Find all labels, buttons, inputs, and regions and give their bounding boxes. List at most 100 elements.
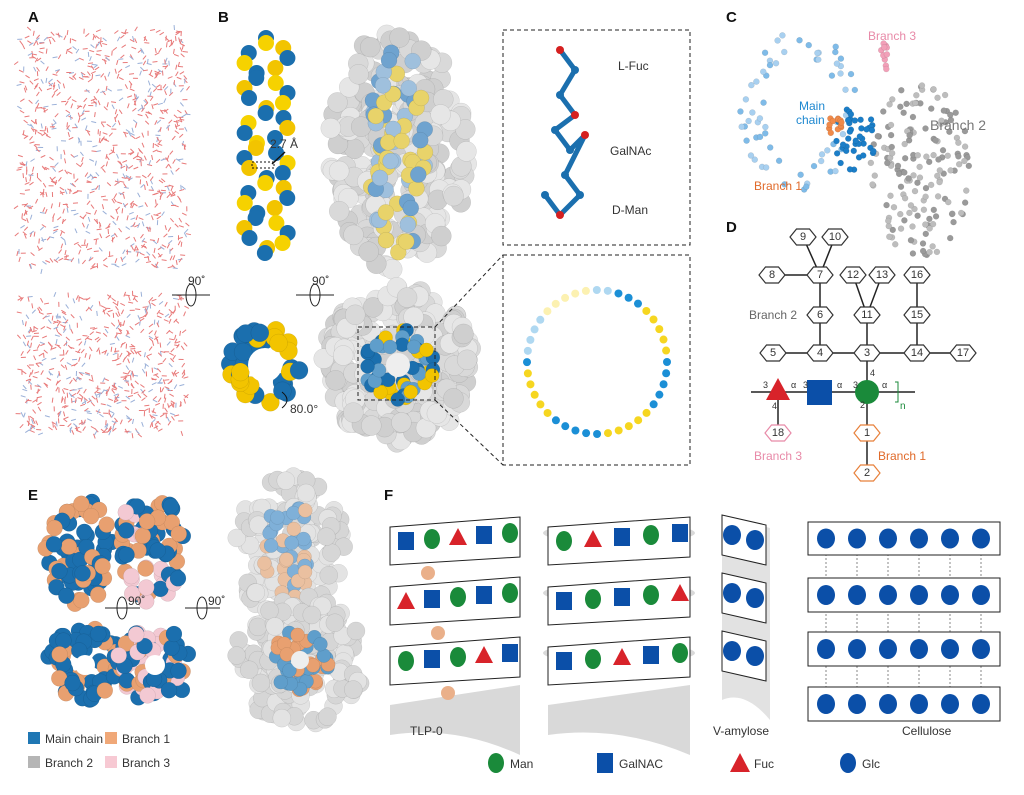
atom-stick: [90, 65, 95, 71]
atom-stick: [179, 118, 185, 121]
atom-stick: [71, 38, 77, 42]
glc-symbol: [746, 588, 764, 608]
atom-stick: [155, 402, 161, 406]
atom-sphere: [930, 85, 937, 93]
atom-sphere: [886, 233, 893, 240]
node-label-8: 8: [769, 269, 775, 281]
atom-stick: [100, 403, 106, 406]
atom-stick: [163, 319, 169, 322]
atom-stick: [110, 233, 116, 237]
atom-stick: [98, 349, 101, 355]
atom-stick: [135, 215, 139, 221]
atom-stick: [83, 397, 88, 402]
molecular-renderings: [13, 24, 973, 733]
atom-sphere: [412, 89, 430, 107]
channel-pore: [145, 655, 165, 675]
atom-stick: [160, 350, 166, 354]
atom-stick: [90, 425, 96, 430]
atom-stick: [74, 58, 80, 62]
galnac-symbol: [398, 532, 414, 550]
atom-stick: [38, 306, 43, 311]
hexose-node: [903, 266, 931, 284]
atom-stick: [39, 211, 45, 214]
atom-stick: [35, 99, 40, 105]
atom-stick: [104, 328, 109, 334]
atom-sphere: [313, 636, 328, 652]
legend-glc-icon: [840, 753, 856, 773]
atom-sphere: [284, 535, 299, 551]
atom-sphere: [399, 216, 417, 233]
atom-stick: [59, 190, 64, 196]
atom-sphere: [742, 96, 750, 103]
mannose-circle: [855, 380, 879, 404]
atom-stick: [116, 300, 119, 306]
atom-sphere: [328, 160, 350, 182]
hexose-node: [759, 344, 787, 362]
atom-stick: [118, 109, 123, 115]
atom-stick: [122, 372, 128, 375]
atom: [593, 429, 602, 438]
atom-stick: [61, 218, 67, 223]
atom-stick: [80, 348, 85, 354]
atom-sphere: [236, 55, 253, 71]
atom-stick: [131, 357, 135, 363]
atom-stick: [77, 117, 81, 123]
atom-stick: [129, 151, 135, 156]
atom-stick: [23, 210, 27, 217]
atom-sphere: [889, 96, 896, 103]
atom-sphere: [393, 132, 410, 150]
atom-stick: [170, 400, 176, 404]
atom-stick: [48, 78, 53, 83]
atom-sphere: [64, 674, 81, 692]
atom-stick: [174, 414, 180, 417]
atom-stick: [173, 53, 179, 57]
atom-stick: [40, 60, 45, 65]
atom-stick: [80, 396, 84, 402]
atom-stick: [25, 161, 28, 167]
atom-stick: [177, 258, 183, 261]
atom-stick: [94, 336, 100, 341]
atom-stick: [181, 212, 187, 216]
atom-stick: [131, 127, 134, 133]
atom-stick: [128, 73, 135, 75]
atom-sphere: [748, 81, 755, 89]
atom-stick: [73, 212, 79, 216]
atom-stick: [153, 192, 159, 196]
atom-stick: [116, 59, 119, 66]
atom-stick: [171, 40, 175, 46]
atom-sphere: [738, 123, 745, 131]
atom-stick: [183, 311, 186, 317]
atom-stick: [144, 202, 148, 208]
legend-label: Branch 3: [122, 756, 170, 770]
atom-sphere: [851, 117, 859, 124]
atom-stick: [131, 418, 135, 424]
atom-stick: [35, 40, 39, 46]
atom-sphere: [935, 156, 942, 163]
atom-sphere: [404, 52, 421, 70]
atom-stick: [134, 122, 138, 128]
atom-stick: [167, 420, 172, 426]
atom-sphere: [456, 349, 478, 371]
atom-stick: [168, 184, 174, 187]
glc-symbol: [972, 694, 990, 714]
atom-stick: [154, 52, 160, 56]
man-symbol: [643, 585, 659, 605]
atom-stick: [175, 167, 180, 172]
atom-stick: [155, 29, 161, 33]
atom-stick: [166, 155, 170, 161]
atom-stick: [57, 331, 63, 336]
atom-stick: [104, 423, 109, 428]
atom-stick: [86, 223, 89, 229]
atom-stick: [140, 384, 145, 388]
atom-stick: [29, 429, 35, 433]
atom-stick: [168, 191, 173, 197]
atom-sphere: [868, 126, 876, 134]
atom-sphere: [912, 99, 919, 107]
atom-stick: [23, 135, 29, 139]
atom-stick: [183, 398, 186, 404]
atom-stick: [141, 389, 146, 394]
atom-stick: [169, 150, 174, 155]
atom-stick: [156, 322, 160, 328]
atom-stick: [19, 193, 25, 195]
